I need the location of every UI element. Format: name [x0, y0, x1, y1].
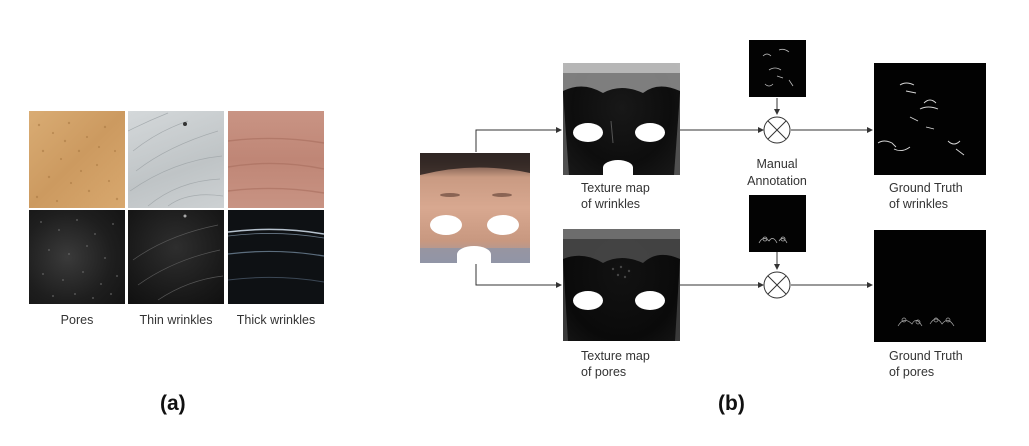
- thick-wrinkles-skin-photo: [228, 111, 324, 208]
- pores-texture-speckle: [40, 219, 118, 299]
- wrinkle-annotation-thumbnail: [749, 40, 806, 97]
- thick-wrinkles-texture-map: [228, 210, 324, 304]
- pore-annotation-marks: [758, 236, 788, 244]
- arrow-face-to-wrinkle-map: [475, 127, 562, 152]
- nose-mask: [457, 246, 491, 263]
- wrinkle-map-left-eye-mask: [573, 123, 603, 142]
- pores-texture-map: [29, 210, 125, 304]
- wrinkle-texture-details: [563, 63, 680, 175]
- thin-wrinkles-texture-lines: [132, 214, 224, 301]
- pore-map-left-eye-mask: [573, 291, 603, 310]
- panel-a-tag: (a): [160, 392, 186, 415]
- gt-wrinkles-label-line2: of wrinkles: [889, 197, 949, 211]
- input-face-photo: [420, 153, 530, 263]
- left-eye-mask: [430, 215, 462, 235]
- pore-annotation-thumbnail: [749, 195, 806, 252]
- multiply-symbol-bottom: [763, 271, 791, 299]
- ground-truth-pores-marks: [897, 317, 955, 327]
- ground-truth-pores-image: [874, 230, 986, 342]
- texture-wrinkles-label-line2: of wrinkles: [581, 197, 641, 211]
- manual-annotation-label-line1: Manual: [756, 157, 798, 171]
- thin-wrinkles-texture-map: [128, 210, 224, 304]
- thick-wrinkle-lines: [228, 137, 324, 194]
- thin-wrinkles-skin-photo: [128, 111, 224, 208]
- pore-texture-details: [563, 229, 680, 341]
- texture-pores-label-line2: of pores: [581, 365, 627, 379]
- ground-truth-wrinkles-image: [874, 63, 986, 175]
- texture-pores-label-line1: Texture map: [581, 349, 650, 363]
- thin-wrinkle-lines: [128, 112, 224, 207]
- pores-dots: [35, 121, 119, 203]
- thick-wrinkles-label: Thick wrinkles: [236, 313, 316, 327]
- thin-wrinkles-label: Thin wrinkles: [139, 313, 213, 327]
- thick-wrinkles-texture-lines: [228, 228, 324, 283]
- arrow-face-to-pore-map: [475, 264, 562, 288]
- wrinkle-annotation-strokes: [762, 48, 794, 87]
- wrinkle-map-right-eye-mask: [635, 123, 665, 142]
- right-eye-mask: [487, 215, 519, 235]
- texture-wrinkles-label-line1: Texture map: [581, 181, 650, 195]
- wrinkle-map-nose-mask: [603, 160, 633, 175]
- panel-b-tag: (b): [718, 392, 745, 415]
- pore-map-right-eye-mask: [635, 291, 665, 310]
- manual-annotation-label-line2: Annotation: [747, 174, 807, 188]
- gt-wrinkles-label-line1: Ground Truth: [889, 181, 963, 195]
- pores-label: Pores: [60, 313, 94, 327]
- gt-pores-label-line1: Ground Truth: [889, 349, 963, 363]
- ground-truth-wrinkles-strokes: [877, 82, 965, 156]
- pores-skin-photo: [29, 111, 125, 208]
- gt-pores-label-line2: of pores: [889, 365, 935, 379]
- wrinkle-texture-map: [563, 63, 680, 175]
- multiply-symbol-top: [763, 116, 791, 144]
- pore-texture-map: [563, 229, 680, 341]
